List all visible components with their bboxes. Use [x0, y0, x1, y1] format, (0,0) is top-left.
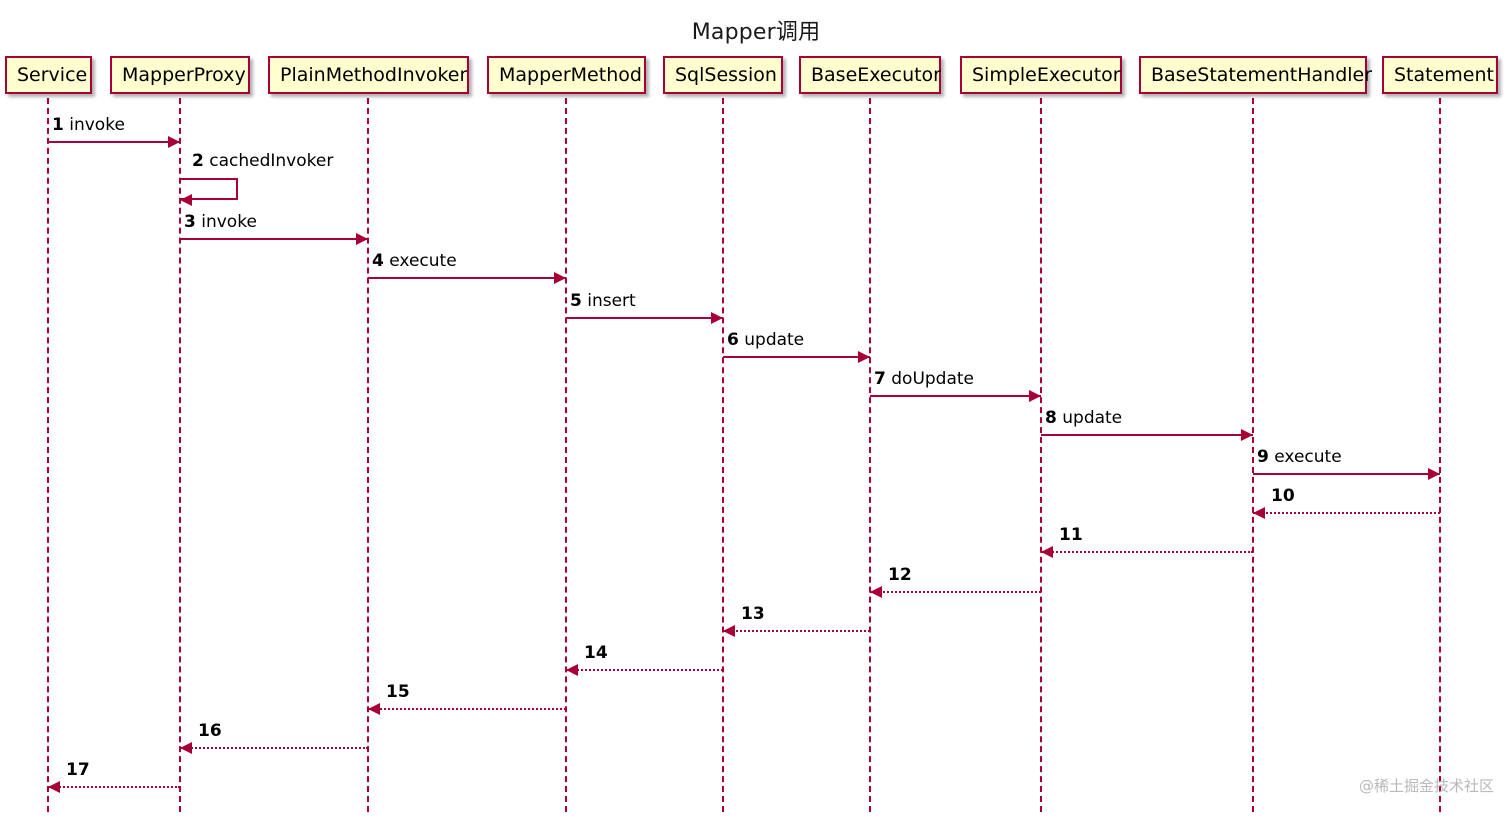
- message-text-1: invoke: [63, 115, 125, 135]
- message-number-15: 15: [386, 682, 410, 702]
- message-label-6: 6 update: [727, 330, 804, 350]
- message-number-3: 3: [184, 212, 196, 232]
- participant-sqlsession[interactable]: SqlSession: [663, 56, 783, 94]
- lifeline-plainmethodinvoker: [367, 98, 369, 812]
- arrowhead-8: [1241, 429, 1253, 441]
- participant-basestatementhandler[interactable]: BaseStatementHandler: [1139, 56, 1372, 94]
- arrowhead-9: [1428, 468, 1440, 480]
- message-label-12: 12: [888, 565, 912, 585]
- message-label-7: 7 doUpdate: [874, 369, 974, 389]
- message-number-12: 12: [888, 565, 912, 585]
- message-number-8: 8: [1045, 408, 1057, 428]
- message-line-13[interactable]: [723, 630, 870, 632]
- lifeline-statement: [1439, 98, 1441, 812]
- message-number-1: 1: [52, 115, 64, 135]
- message-line-11[interactable]: [1041, 551, 1253, 553]
- message-text-4: execute: [383, 251, 457, 271]
- message-number-14: 14: [584, 643, 608, 663]
- message-text-3: invoke: [195, 212, 257, 232]
- message-text-9: execute: [1268, 447, 1342, 467]
- arrowhead-16: [180, 742, 192, 754]
- message-text-8: update: [1056, 408, 1123, 428]
- message-label-4: 4 execute: [372, 251, 457, 271]
- self-message-2[interactable]: [180, 178, 238, 200]
- message-label-10: 10: [1271, 486, 1295, 506]
- participant-service[interactable]: Service: [5, 56, 92, 94]
- message-label-3: 3 invoke: [184, 212, 257, 232]
- arrowhead-5: [711, 312, 723, 324]
- diagram-title: Mapper调用: [691, 20, 821, 45]
- message-line-16[interactable]: [180, 747, 368, 749]
- message-label-17: 17: [66, 760, 90, 780]
- message-line-4[interactable]: [368, 277, 566, 279]
- message-number-6: 6: [727, 330, 739, 350]
- message-text-7: doUpdate: [885, 369, 975, 389]
- message-label-11: 11: [1059, 525, 1083, 545]
- message-text-2: cachedInvoker: [203, 151, 334, 171]
- message-line-6[interactable]: [723, 356, 870, 358]
- arrowhead-4: [554, 272, 566, 284]
- message-number-11: 11: [1059, 525, 1083, 545]
- participant-mappermethod[interactable]: MapperMethod: [487, 56, 646, 94]
- arrowhead-14: [566, 664, 578, 676]
- message-label-5: 5 insert: [570, 291, 636, 311]
- message-line-5[interactable]: [566, 317, 723, 319]
- message-line-15[interactable]: [368, 708, 566, 710]
- arrowhead-7: [1029, 390, 1041, 402]
- arrowhead-11: [1041, 546, 1053, 558]
- message-line-1[interactable]: [48, 141, 180, 143]
- lifeline-mapperproxy: [179, 98, 181, 812]
- participant-baseexecutor[interactable]: BaseExecutor: [799, 56, 941, 94]
- arrowhead-10: [1253, 507, 1265, 519]
- participant-simpleexecutor[interactable]: SimpleExecutor: [960, 56, 1122, 94]
- lifeline-baseexecutor: [869, 98, 871, 812]
- participant-mapperproxy[interactable]: MapperProxy: [110, 56, 250, 94]
- message-number-4: 4: [372, 251, 384, 271]
- message-number-9: 9: [1257, 447, 1269, 467]
- message-label-9: 9 execute: [1257, 447, 1342, 467]
- lifeline-mappermethod: [565, 98, 567, 812]
- watermark: @稀土掘金技术社区: [1358, 777, 1494, 795]
- message-number-13: 13: [741, 604, 765, 624]
- message-text-5: insert: [581, 291, 636, 311]
- arrowhead-2: [180, 194, 192, 206]
- lifeline-simpleexecutor: [1040, 98, 1042, 812]
- message-number-7: 7: [874, 369, 886, 389]
- participant-statement[interactable]: Statement: [1382, 56, 1498, 94]
- message-number-16: 16: [198, 721, 222, 741]
- message-line-10[interactable]: [1253, 512, 1440, 514]
- message-label-15: 15: [386, 682, 410, 702]
- message-number-2: 2: [192, 151, 204, 171]
- message-label-8: 8 update: [1045, 408, 1122, 428]
- lifeline-basestatementhandler: [1252, 98, 1254, 812]
- arrowhead-17: [48, 781, 60, 793]
- message-number-10: 10: [1271, 486, 1295, 506]
- arrowhead-15: [368, 703, 380, 715]
- message-label-14: 14: [584, 643, 608, 663]
- message-number-5: 5: [570, 291, 582, 311]
- message-text-6: update: [738, 330, 805, 350]
- message-label-16: 16: [198, 721, 222, 741]
- message-line-17[interactable]: [48, 786, 180, 788]
- arrowhead-1: [168, 136, 180, 148]
- message-line-12[interactable]: [870, 591, 1041, 593]
- arrowhead-6: [858, 351, 870, 363]
- lifeline-service: [47, 98, 49, 812]
- message-line-8[interactable]: [1041, 434, 1253, 436]
- lifeline-sqlsession: [722, 98, 724, 812]
- arrowhead-13: [723, 625, 735, 637]
- message-line-3[interactable]: [180, 238, 368, 240]
- message-label-1: 1 invoke: [52, 115, 125, 135]
- participant-plainmethodinvoker[interactable]: PlainMethodInvoker: [268, 56, 469, 94]
- arrowhead-12: [870, 586, 882, 598]
- message-line-9[interactable]: [1253, 473, 1440, 475]
- message-line-14[interactable]: [566, 669, 723, 671]
- message-line-7[interactable]: [870, 395, 1041, 397]
- message-label-13: 13: [741, 604, 765, 624]
- arrowhead-3: [356, 233, 368, 245]
- message-label-2: 2 cachedInvoker: [192, 151, 333, 171]
- message-number-17: 17: [66, 760, 90, 780]
